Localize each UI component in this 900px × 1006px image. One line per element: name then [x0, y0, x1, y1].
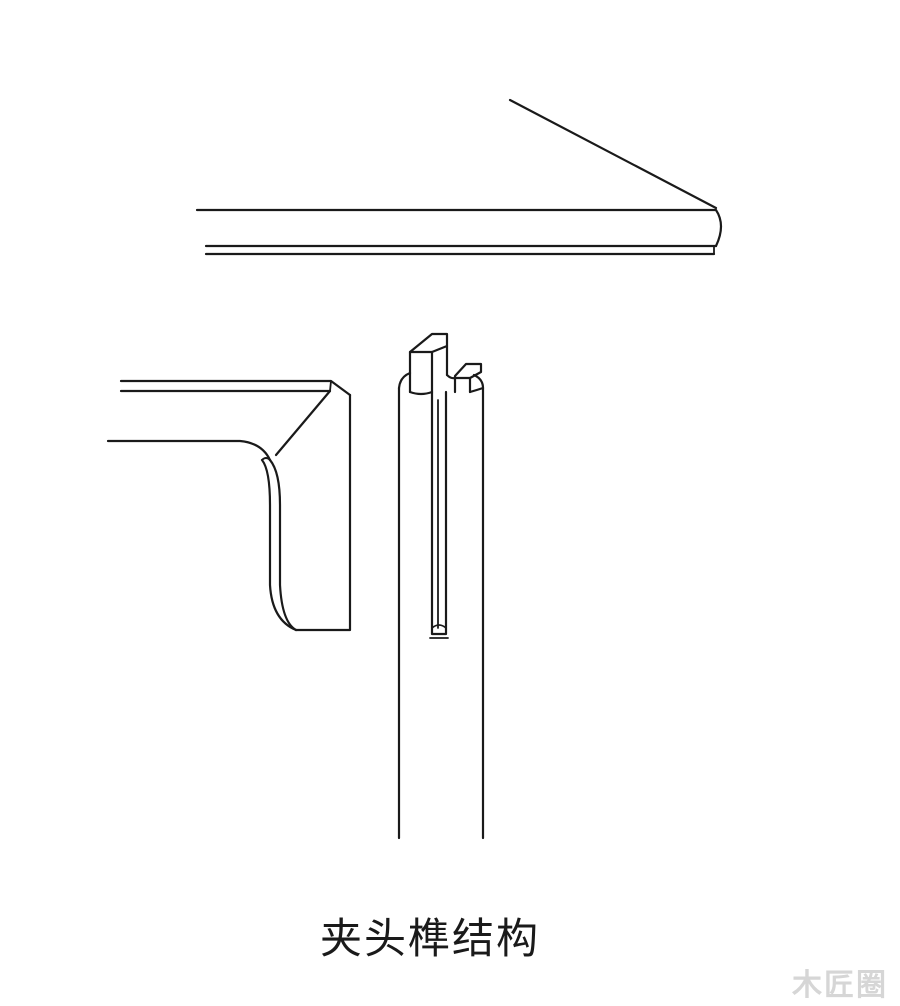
leg-tenon — [397, 332, 485, 840]
watermark-logo: 木匠圈 — [792, 968, 888, 1003]
diagram-caption: 夹头榫结构 — [319, 914, 540, 963]
apron-spandrel — [106, 379, 352, 632]
tabletop-edge — [195, 98, 723, 256]
